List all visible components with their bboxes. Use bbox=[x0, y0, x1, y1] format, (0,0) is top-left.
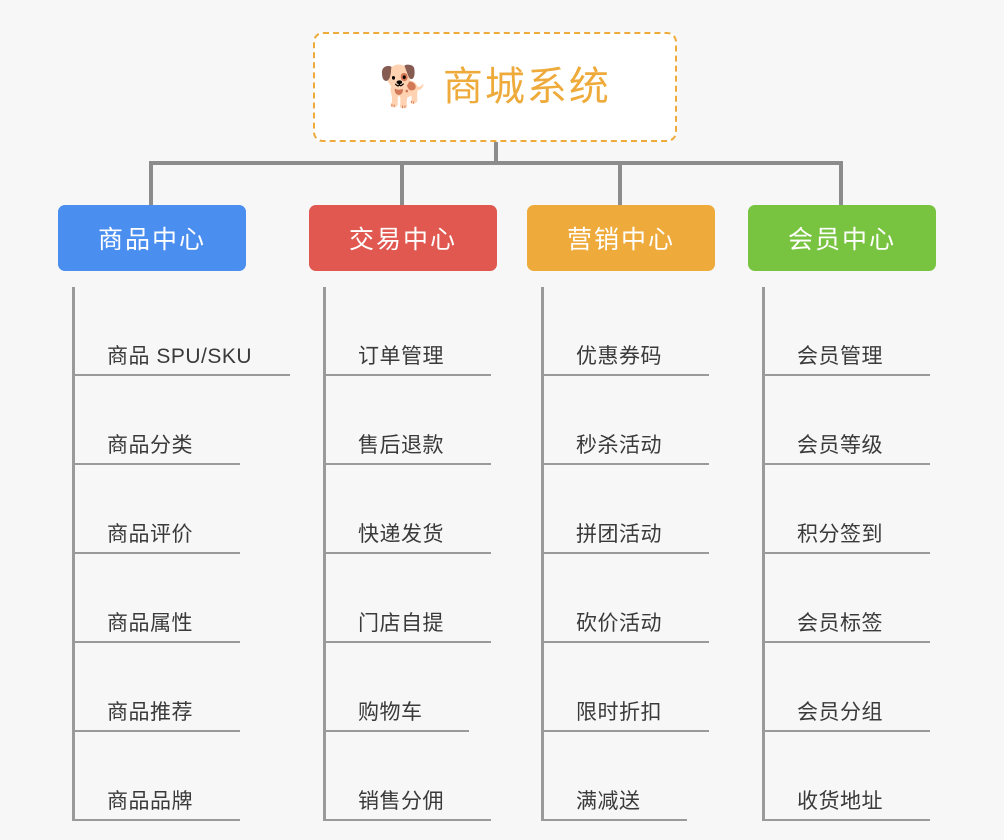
connector-drop-3 bbox=[618, 161, 622, 207]
root-node[interactable]: 🐕 商城系统 bbox=[313, 32, 677, 142]
leaf-item-label: 商品推荐 bbox=[107, 701, 193, 724]
leaf-item-label: 销售分佣 bbox=[358, 790, 444, 813]
leaf-item-label: 满减送 bbox=[576, 790, 641, 813]
leaf-item[interactable]: 销售分佣 bbox=[326, 732, 497, 821]
leaf-item[interactable]: 商品 SPU/SKU bbox=[75, 287, 290, 376]
leaf-item-label: 拼团活动 bbox=[576, 523, 662, 546]
branch-header-label: 商品中心 bbox=[97, 226, 206, 254]
branch-leaf-list-2: 订单管理 售后退款 快递发货 门店自提 购物车 销售分佣 bbox=[323, 287, 497, 821]
leaf-item[interactable]: 秒杀活动 bbox=[544, 376, 715, 465]
leaf-item[interactable]: 满减送 bbox=[544, 732, 715, 821]
leaf-item-label: 收货地址 bbox=[797, 790, 883, 813]
leaf-item[interactable]: 限时折扣 bbox=[544, 643, 715, 732]
branch-leaf-list-1: 商品 SPU/SKU 商品分类 商品评价 商品属性 商品推荐 商品品牌 bbox=[72, 287, 290, 821]
branch-header-label: 交易中心 bbox=[348, 226, 457, 254]
connector-drop-1 bbox=[149, 161, 153, 207]
leaf-item[interactable]: 商品品牌 bbox=[75, 732, 246, 821]
leaf-item-label: 商品 SPU/SKU bbox=[107, 345, 253, 368]
leaf-item-label: 砍价活动 bbox=[576, 612, 662, 635]
leaf-item-label: 会员标签 bbox=[797, 612, 883, 635]
leaf-item[interactable]: 门店自提 bbox=[326, 554, 497, 643]
leaf-item[interactable]: 订单管理 bbox=[326, 287, 497, 376]
leaf-item[interactable]: 商品分类 bbox=[75, 376, 246, 465]
leaf-item-label: 会员分组 bbox=[797, 701, 883, 724]
leaf-item[interactable]: 快递发货 bbox=[326, 465, 497, 554]
leaf-item-label: 商品属性 bbox=[107, 612, 193, 635]
leaf-item[interactable]: 商品属性 bbox=[75, 554, 246, 643]
leaf-item-label: 商品评价 bbox=[107, 523, 193, 546]
leaf-item-label: 限时折扣 bbox=[576, 701, 662, 724]
leaf-item[interactable]: 收货地址 bbox=[765, 732, 936, 821]
connector-drop-4 bbox=[839, 161, 843, 207]
leaf-item-label: 订单管理 bbox=[358, 345, 444, 368]
branch-header-1[interactable]: 商品中心 bbox=[58, 205, 246, 271]
connector-root-stem bbox=[494, 142, 498, 164]
leaf-item[interactable]: 会员标签 bbox=[765, 554, 936, 643]
connector-drop-2 bbox=[400, 161, 404, 207]
leaf-item-label: 积分签到 bbox=[797, 523, 883, 546]
leaf-item-label: 会员管理 bbox=[797, 345, 883, 368]
branch-header-label: 营销中心 bbox=[566, 226, 675, 254]
leaf-item[interactable]: 售后退款 bbox=[326, 376, 497, 465]
leaf-item-label: 商品分类 bbox=[107, 434, 193, 457]
leaf-item[interactable]: 购物车 bbox=[326, 643, 497, 732]
branch-header-4[interactable]: 会员中心 bbox=[748, 205, 936, 271]
leaf-item[interactable]: 商品评价 bbox=[75, 465, 246, 554]
shiba-dog-face-icon: 🐕 bbox=[379, 65, 429, 109]
branch-leaf-list-4: 会员管理 会员等级 积分签到 会员标签 会员分组 收货地址 bbox=[762, 287, 936, 821]
root-node-label: 商城系统 bbox=[442, 65, 611, 109]
leaf-item[interactable]: 会员分组 bbox=[765, 643, 936, 732]
branch-header-2[interactable]: 交易中心 bbox=[309, 205, 497, 271]
leaf-item-label: 快递发货 bbox=[358, 523, 444, 546]
branch-column-1: 商品中心 商品 SPU/SKU 商品分类 商品评价 商品属性 商品推荐 商品品牌 bbox=[58, 205, 290, 821]
branch-column-4: 会员中心 会员管理 会员等级 积分签到 会员标签 会员分组 收货地址 bbox=[748, 205, 936, 821]
leaf-item-label: 优惠券码 bbox=[576, 345, 662, 368]
leaf-item-label: 秒杀活动 bbox=[576, 434, 662, 457]
leaf-item-label: 会员等级 bbox=[797, 434, 883, 457]
leaf-item-label: 售后退款 bbox=[358, 434, 444, 457]
leaf-item-label: 门店自提 bbox=[358, 612, 444, 635]
leaf-item[interactable]: 商品推荐 bbox=[75, 643, 246, 732]
branch-column-2: 交易中心 订单管理 售后退款 快递发货 门店自提 购物车 销售分佣 bbox=[309, 205, 497, 821]
connector-horizontal-bar bbox=[149, 161, 843, 165]
leaf-item[interactable]: 会员管理 bbox=[765, 287, 936, 376]
branch-column-3: 营销中心 优惠券码 秒杀活动 拼团活动 砍价活动 限时折扣 满减送 bbox=[527, 205, 715, 821]
branch-header-label: 会员中心 bbox=[787, 226, 896, 254]
leaf-item[interactable]: 砍价活动 bbox=[544, 554, 715, 643]
leaf-item-label: 购物车 bbox=[358, 701, 423, 724]
leaf-item-label: 商品品牌 bbox=[107, 790, 193, 813]
leaf-item[interactable]: 会员等级 bbox=[765, 376, 936, 465]
branch-leaf-list-3: 优惠券码 秒杀活动 拼团活动 砍价活动 限时折扣 满减送 bbox=[541, 287, 715, 821]
leaf-item[interactable]: 优惠券码 bbox=[544, 287, 715, 376]
leaf-item[interactable]: 积分签到 bbox=[765, 465, 936, 554]
branch-header-3[interactable]: 营销中心 bbox=[527, 205, 715, 271]
leaf-item[interactable]: 拼团活动 bbox=[544, 465, 715, 554]
